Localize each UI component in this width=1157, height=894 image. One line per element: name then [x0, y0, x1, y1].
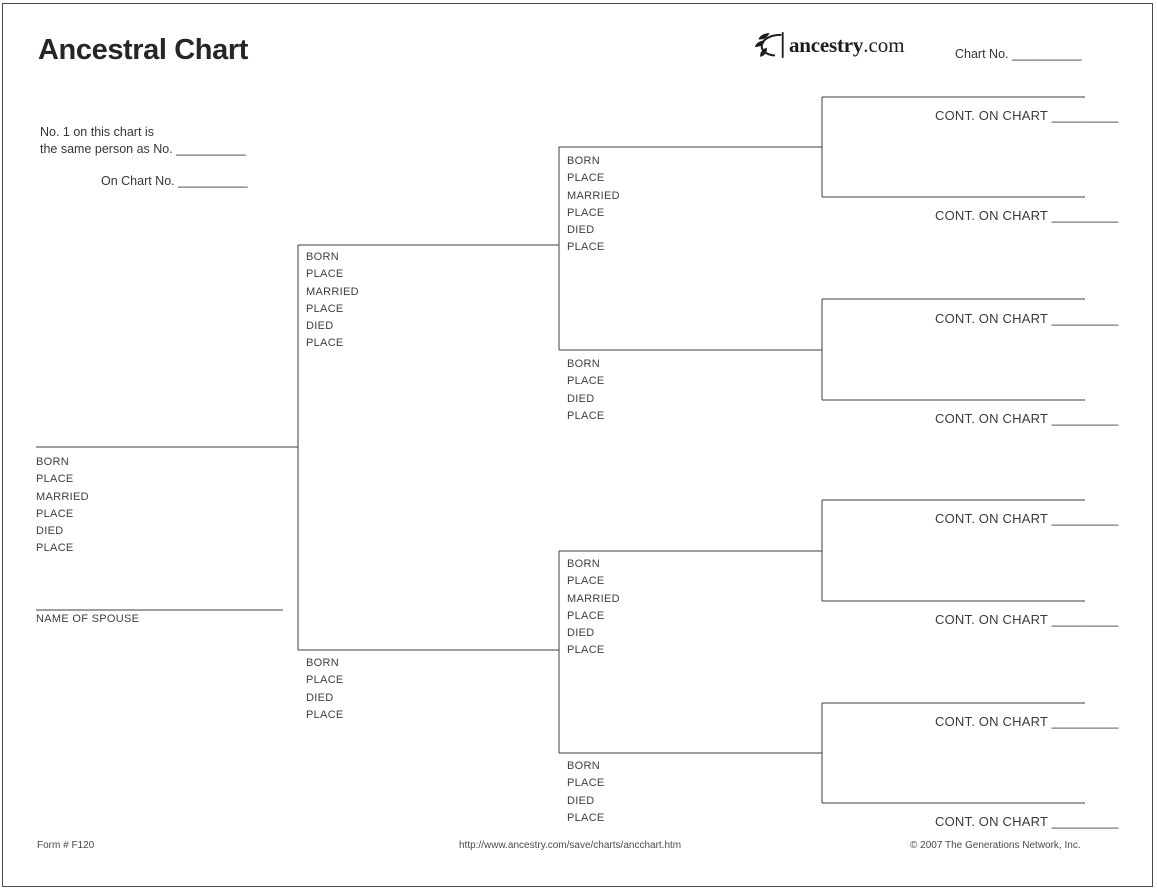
logo-wordmark: ancestry.com: [789, 33, 905, 58]
logo-brand: ancestry: [789, 32, 864, 57]
cont-on-chart-field-5: CONT. ON CHART _________: [935, 511, 1119, 526]
field-label-married: MARRIED: [567, 189, 620, 202]
field-label-place: PLACE: [567, 409, 605, 422]
field-label-born: BORN: [306, 251, 339, 263]
field-label-died: DIED: [306, 320, 334, 333]
field-label-place: PLACE: [306, 302, 344, 315]
form-number: Form # F120: [37, 840, 95, 851]
field-label-born: BORN: [306, 657, 339, 669]
field-label-place: PLACE: [567, 777, 605, 790]
field-label-place: PLACE: [567, 644, 605, 657]
field-label-born: BORN: [36, 456, 69, 468]
paternal-grandmother-field-labels: BORN PLACE DIED PLACE: [567, 356, 605, 425]
spouse-field-label: NAME OF SPOUSE: [36, 613, 140, 625]
paternal-grandfather-field-labels: BORN PLACE MARRIED PLACE DIED PLACE: [567, 153, 620, 257]
field-label-place: PLACE: [567, 241, 605, 254]
field-label-born: BORN: [567, 358, 600, 370]
field-label-born: BORN: [567, 155, 600, 167]
field-label-place: PLACE: [36, 542, 74, 555]
field-label-place: PLACE: [36, 507, 74, 520]
cont-on-chart-field-6: CONT. ON CHART _________: [935, 612, 1119, 627]
footer-url: http://www.ancestry.com/save/charts/ancc…: [459, 840, 682, 851]
field-label-place: PLACE: [567, 206, 605, 219]
copyright-notice: © 2007 The Generations Network, Inc.: [910, 840, 1081, 851]
field-label-married: MARRIED: [567, 592, 620, 605]
field-label-place: PLACE: [567, 609, 605, 622]
field-label-place: PLACE: [567, 575, 605, 588]
note-line-2: the same person as No. __________: [40, 142, 246, 156]
cont-on-chart-field-1: CONT. ON CHART _________: [935, 108, 1119, 123]
page-title: Ancestral Chart: [38, 34, 248, 66]
father-field-labels: BORN PLACE MARRIED PLACE DIED PLACE: [306, 249, 359, 353]
cont-on-chart-field-8: CONT. ON CHART _________: [935, 814, 1119, 829]
field-label-died: DIED: [567, 392, 595, 405]
cont-on-chart-field-7: CONT. ON CHART _________: [935, 714, 1119, 729]
field-label-died: DIED: [567, 224, 595, 237]
field-label-married: MARRIED: [306, 285, 359, 298]
mother-field-labels: BORN PLACE DIED PLACE: [306, 655, 344, 724]
field-label-place: PLACE: [567, 172, 605, 185]
field-label-born: BORN: [567, 760, 600, 772]
note-line-1: No. 1 on this chart is: [40, 125, 154, 139]
note-line-3: On Chart No. __________: [101, 174, 248, 188]
cont-on-chart-field-3: CONT. ON CHART _________: [935, 311, 1119, 326]
field-label-place: PLACE: [306, 674, 344, 687]
chart-no-field: Chart No. __________: [955, 47, 1082, 61]
field-label-place: PLACE: [306, 337, 344, 350]
cont-on-chart-field-4: CONT. ON CHART _________: [935, 411, 1119, 426]
maternal-grandmother-field-labels: BORN PLACE DIED PLACE: [567, 758, 605, 827]
logo-suffix: .com: [863, 32, 905, 57]
maternal-grandfather-field-labels: BORN PLACE MARRIED PLACE DIED PLACE: [567, 556, 620, 660]
ancestry-logo: ancestry.com: [753, 30, 905, 60]
field-label-place: PLACE: [306, 708, 344, 721]
field-label-married: MARRIED: [36, 490, 89, 503]
field-label-born: BORN: [567, 558, 600, 570]
field-label-place: PLACE: [36, 473, 74, 486]
person1-field-labels: BORN PLACE MARRIED PLACE DIED PLACE: [36, 454, 89, 558]
cont-on-chart-field-2: CONT. ON CHART _________: [935, 208, 1119, 223]
field-label-died: DIED: [306, 691, 334, 704]
field-label-place: PLACE: [306, 268, 344, 281]
field-label-died: DIED: [567, 627, 595, 640]
field-label-died: DIED: [567, 794, 595, 807]
field-label-place: PLACE: [567, 375, 605, 388]
field-label-died: DIED: [36, 525, 64, 538]
field-label-place: PLACE: [567, 811, 605, 824]
leaf-sprig-icon: [754, 32, 784, 58]
